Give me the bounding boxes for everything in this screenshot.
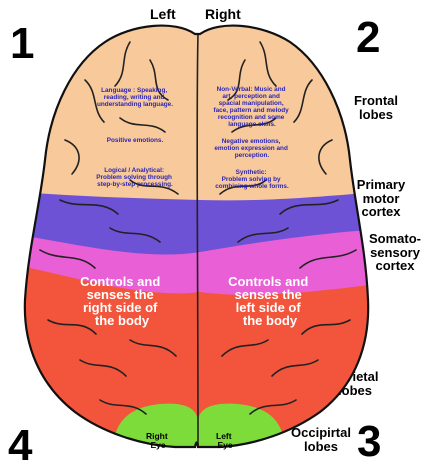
left-eye-text: Left Eye — [216, 431, 234, 450]
left-positive-text: Positive emotions. — [107, 137, 164, 144]
left-logical-text: Logical / Analytical: Problem solving th… — [96, 167, 173, 188]
left-language-text: Language : Speaking, reading, writing an… — [97, 87, 173, 108]
